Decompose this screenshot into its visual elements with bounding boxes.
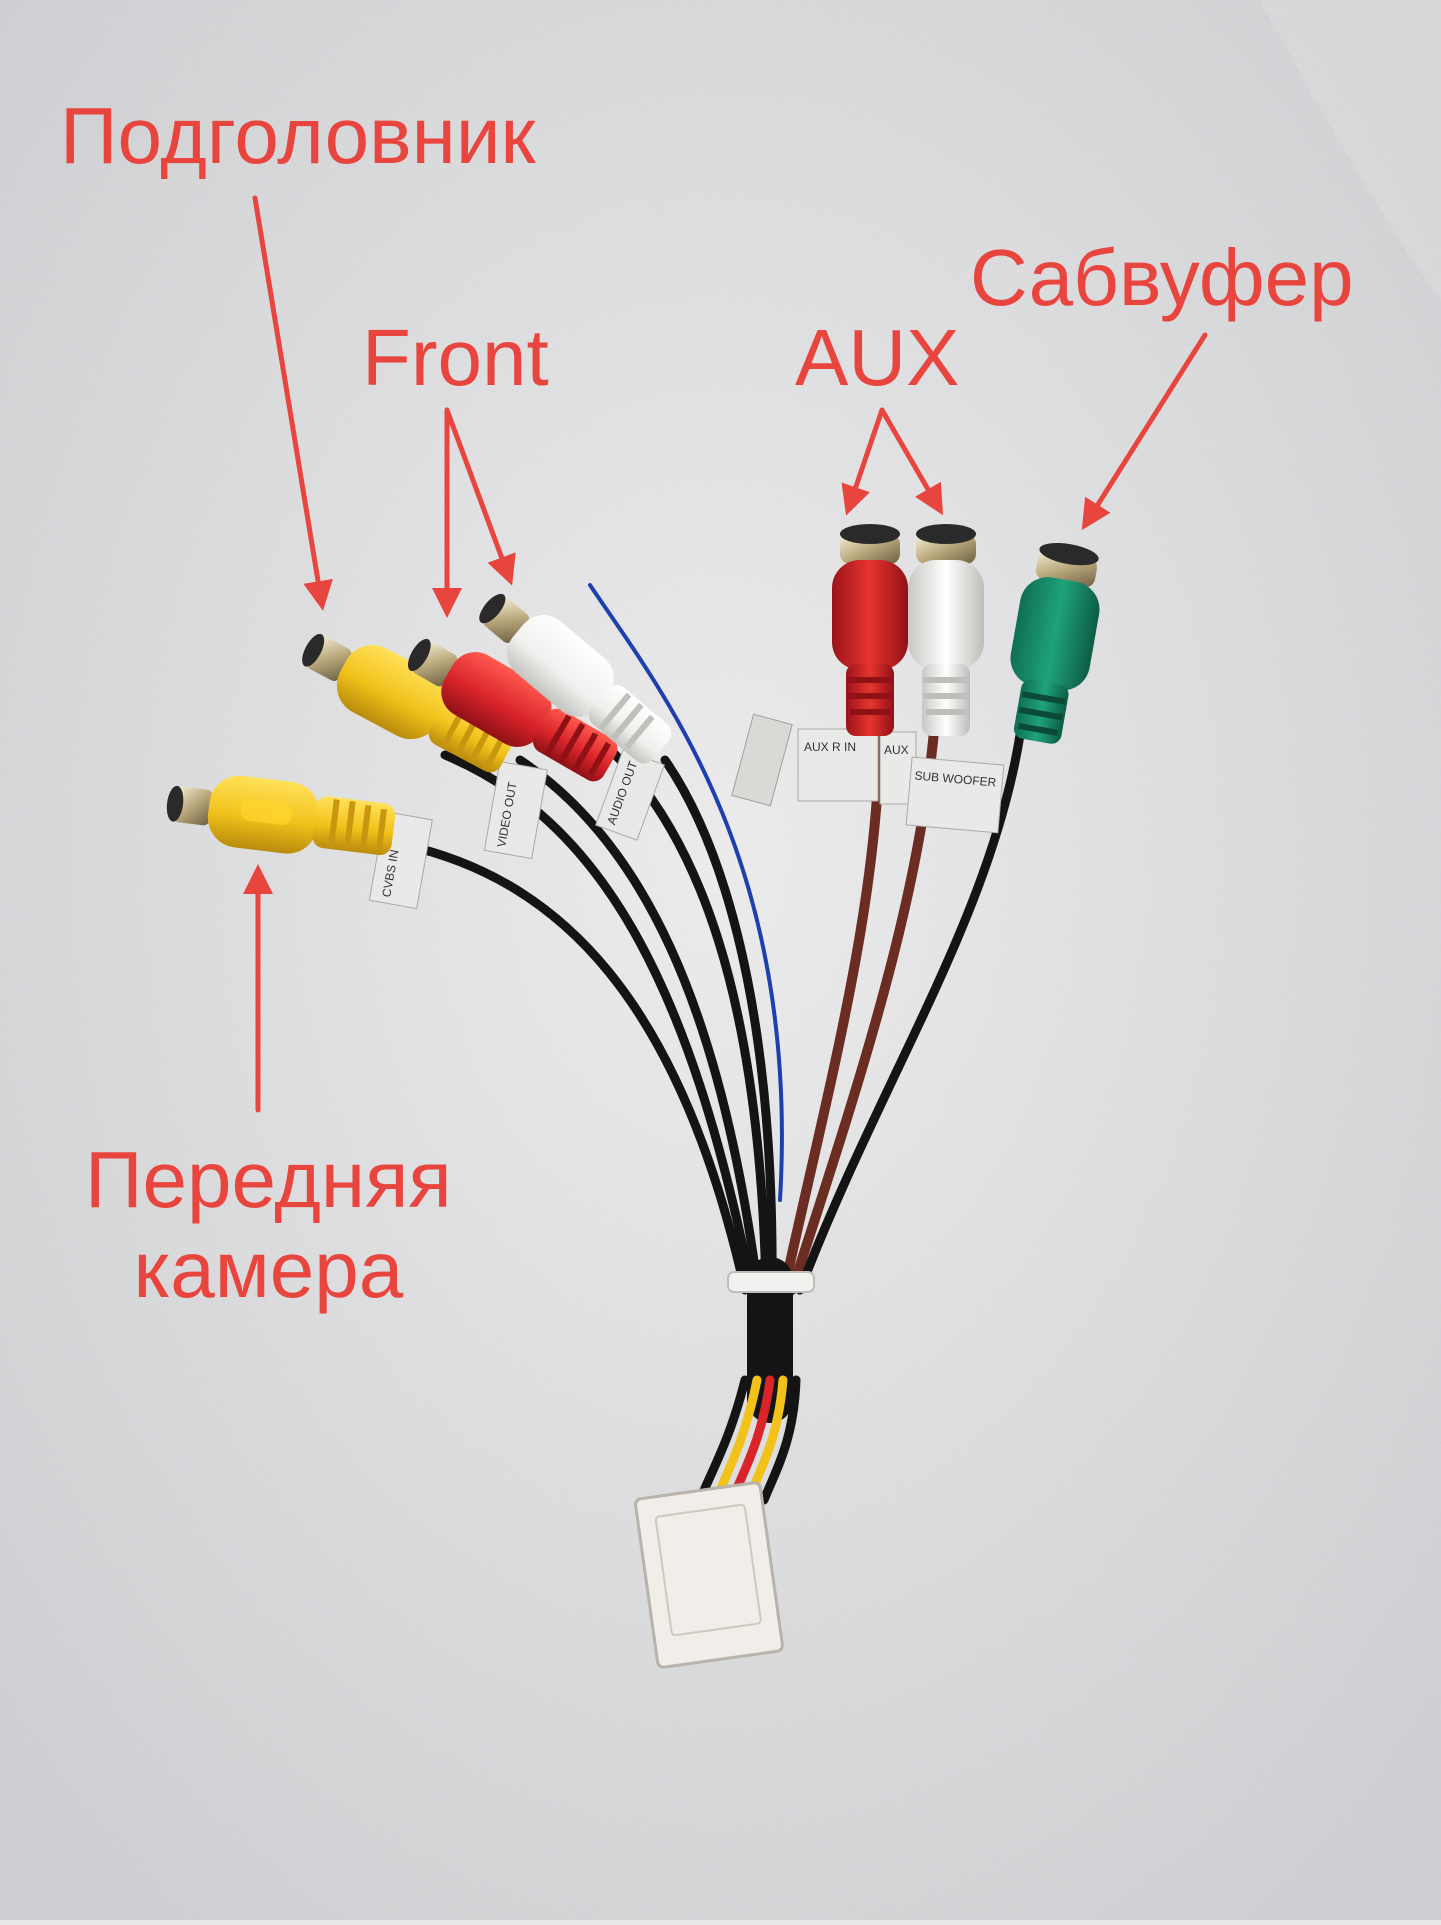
label-headrest: Подголовник xyxy=(60,91,536,180)
rca-plug-front-red xyxy=(407,638,618,782)
label-front: Front xyxy=(362,313,549,402)
cable-tie xyxy=(727,1271,815,1293)
multi-pin-connector xyxy=(634,1481,784,1669)
label-front-camera: Передняя камера xyxy=(85,1135,452,1314)
tag-aux-l-in: AUX xyxy=(884,743,909,757)
label-front-camera-line2: камера xyxy=(133,1224,404,1314)
cable-tags: CVBS IN VIDEO OUT AUDIO OUT AUX R IN AUX xyxy=(368,713,1005,910)
annotation-arrows xyxy=(243,195,1208,1113)
label-front-camera-line1: Передняя xyxy=(85,1135,452,1224)
tag-aux-r-in: AUX R IN xyxy=(804,740,856,754)
rca-plug-front-camera-yellow xyxy=(166,775,396,856)
rca-plug-subwoofer-green xyxy=(1010,542,1100,744)
arrow-aux-white xyxy=(879,407,944,516)
arrow-aux-red xyxy=(841,407,885,516)
rca-plug-front-white xyxy=(479,593,672,764)
arrow-headrest xyxy=(252,195,333,611)
arrow-front-white xyxy=(444,407,516,586)
rca-plug-aux-white xyxy=(908,524,984,736)
label-subwoofer: Сабвуфер xyxy=(970,233,1354,322)
arrow-subwoofer xyxy=(1081,332,1208,531)
label-aux: AUX xyxy=(795,313,960,402)
rca-plug-aux-red xyxy=(832,524,908,736)
background-fold xyxy=(1260,0,1441,300)
